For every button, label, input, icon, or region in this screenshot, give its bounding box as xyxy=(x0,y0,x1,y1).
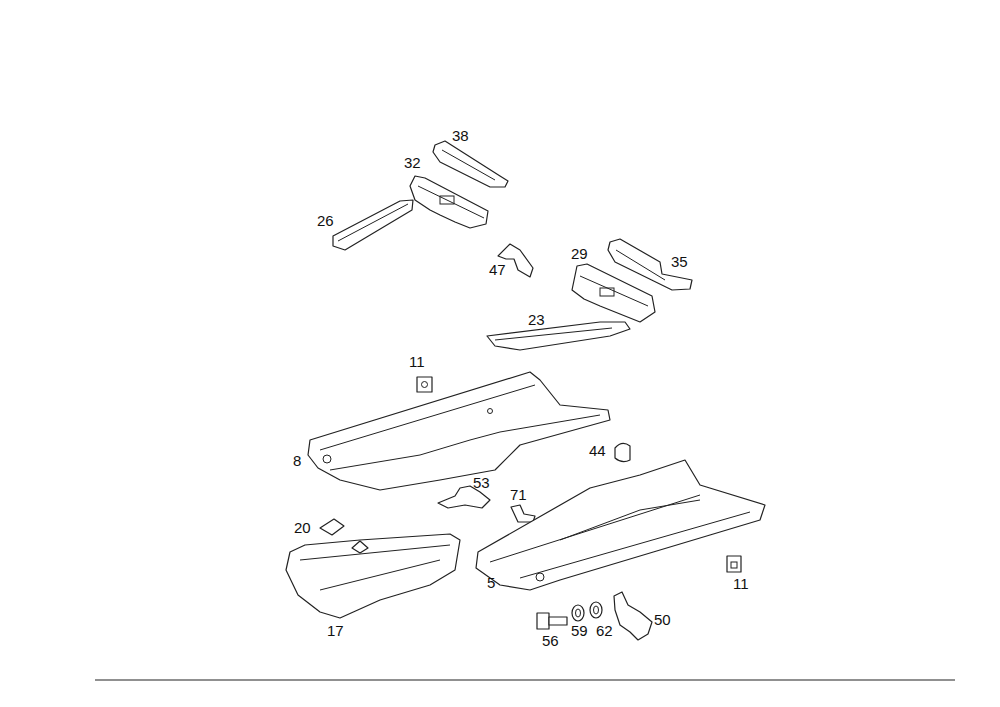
callout-number: 32 xyxy=(404,155,421,170)
callout-number: 11 xyxy=(733,576,749,591)
washer-part xyxy=(590,602,602,618)
clip-part xyxy=(320,519,344,535)
callout-number: 56 xyxy=(542,633,559,648)
bracket-part xyxy=(614,592,652,640)
callout-number: 47 xyxy=(489,262,506,277)
callout-number: 11 xyxy=(409,354,425,369)
strip-part xyxy=(333,200,413,250)
callout-number: 8 xyxy=(293,453,301,468)
clip-part xyxy=(727,556,741,572)
callout-number: 53 xyxy=(473,475,490,490)
clip-part xyxy=(615,443,630,461)
callout-number: 44 xyxy=(589,443,606,458)
callout-number: 71 xyxy=(510,487,527,502)
callout-number: 50 xyxy=(654,612,671,627)
strip-part xyxy=(487,322,630,350)
rail-part xyxy=(433,141,508,187)
callout-number: 5 xyxy=(487,575,495,590)
callout-number: 62 xyxy=(596,623,613,638)
washer-part xyxy=(572,605,584,621)
callout-number: 38 xyxy=(452,128,469,143)
crossmember-part xyxy=(410,176,488,228)
floor-panel-part xyxy=(308,372,610,490)
clip-part xyxy=(417,377,432,392)
floor-panel-part xyxy=(476,460,765,590)
callout-number: 35 xyxy=(671,254,688,269)
callout-number: 23 xyxy=(528,312,545,327)
bolt-part xyxy=(537,613,567,629)
callout-number: 17 xyxy=(327,623,344,638)
page-rule xyxy=(95,679,955,680)
bracket-part xyxy=(511,505,535,522)
floor-section-part xyxy=(286,534,460,618)
callout-number: 59 xyxy=(571,623,588,638)
callout-number: 29 xyxy=(571,246,588,261)
callout-number: 26 xyxy=(317,213,334,228)
crossmember-part xyxy=(572,264,655,322)
callout-number: 20 xyxy=(294,520,311,535)
